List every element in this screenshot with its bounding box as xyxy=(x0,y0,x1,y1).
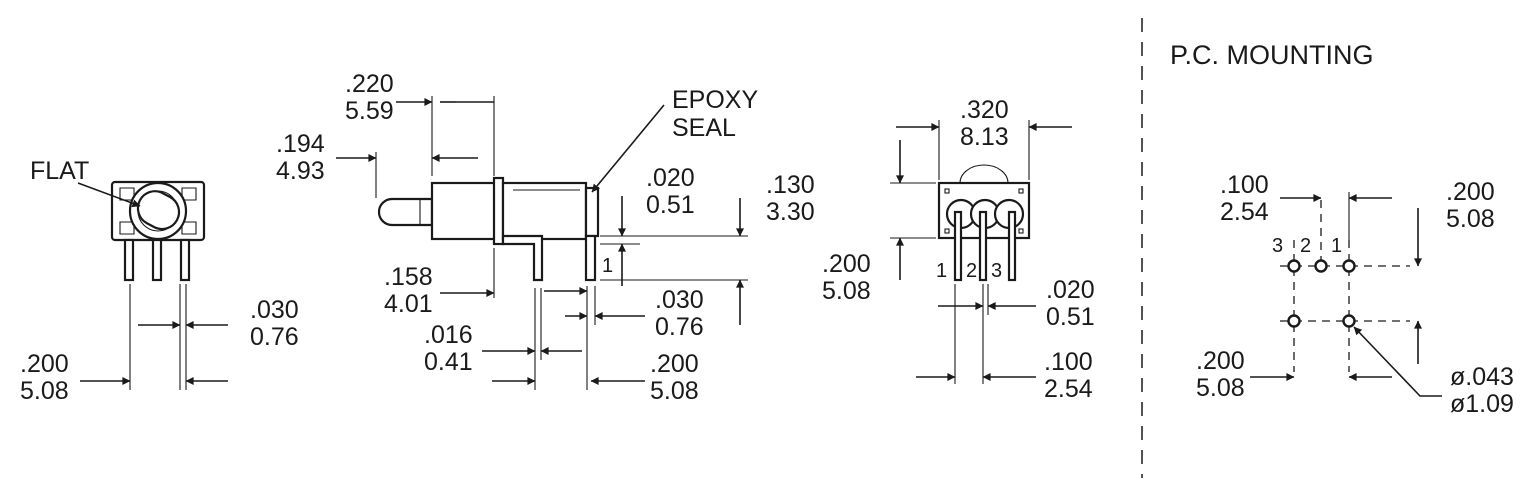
end-pin xyxy=(978,210,988,282)
side-pin-spacing-in: .200 xyxy=(650,350,699,378)
end-pin xyxy=(1007,210,1017,282)
pc-mounting-title: P.C. MOUNTING xyxy=(1170,40,1374,70)
thickness-mm: 0.41 xyxy=(424,348,473,376)
lever-offset-in: .194 xyxy=(276,130,325,158)
side-bracket xyxy=(501,234,544,282)
pcb-pin-number-1: 1 xyxy=(1331,235,1342,257)
side-view xyxy=(336,96,748,390)
hole-diameter-mm: ø1.09 xyxy=(1450,390,1514,418)
side-pin xyxy=(584,234,597,282)
front-pin-spacing-mm: 5.08 xyxy=(20,377,69,405)
end-pin-spacing-in: .100 xyxy=(1044,348,1093,376)
front-pin xyxy=(179,238,191,282)
side-lever xyxy=(377,197,434,227)
hole-leader xyxy=(1353,326,1442,397)
pcb-span-in: .200 xyxy=(1196,347,1245,375)
pin-length-in: .130 xyxy=(766,171,815,199)
end-pin-width-in: .020 xyxy=(1046,276,1095,304)
side-pin-number: 1 xyxy=(602,255,613,277)
end-pin-number-2: 2 xyxy=(966,260,977,282)
body-height-in: .200 xyxy=(822,250,871,278)
front-pin-spacing-in: .200 xyxy=(20,350,69,378)
end-pin-number-1: 1 xyxy=(936,260,947,282)
lever-offset-mm: 4.93 xyxy=(276,157,325,185)
lever-length-in: .220 xyxy=(345,70,394,98)
pcb-pitch-mm: 2.54 xyxy=(1220,198,1269,226)
end-view xyxy=(890,120,1072,384)
flat-label: FLAT xyxy=(30,157,89,185)
pcb-span-mm: 5.08 xyxy=(1196,374,1245,402)
side-pin-width-mm: 0.76 xyxy=(655,313,704,341)
width-in: .320 xyxy=(960,96,1009,124)
body-length-in: .158 xyxy=(384,263,433,291)
side-body xyxy=(501,181,588,241)
front-view xyxy=(77,180,228,390)
end-pin xyxy=(953,210,963,282)
pcb-hole xyxy=(1314,259,1328,273)
thickness-in: .016 xyxy=(424,321,473,349)
gap-in: .020 xyxy=(646,164,695,192)
side-pin-spacing-mm: 5.08 xyxy=(650,377,699,405)
pcb-hole xyxy=(1287,259,1301,273)
pcb-pin-number-3: 3 xyxy=(1272,235,1283,257)
end-pin-width-mm: 0.51 xyxy=(1046,303,1095,331)
pcb-hole xyxy=(1342,259,1356,273)
width-mm: 8.13 xyxy=(960,123,1009,151)
epoxy-leader xyxy=(591,104,665,193)
gap-mm: 0.51 xyxy=(646,191,695,219)
pcb-hole xyxy=(1342,314,1356,328)
pcb-row-mm: 5.08 xyxy=(1446,205,1495,233)
pin-length-mm: 3.30 xyxy=(766,198,815,226)
side-pin-width-in: .030 xyxy=(655,286,704,314)
body-length-mm: 4.01 xyxy=(384,290,433,318)
pc-mounting-view xyxy=(1250,192,1442,397)
side-flange xyxy=(492,176,505,246)
pcb-pitch-in: .100 xyxy=(1220,171,1269,199)
end-pin-number-3: 3 xyxy=(991,260,1002,282)
end-pin-spacing-mm: 2.54 xyxy=(1044,375,1093,403)
front-pin xyxy=(151,238,163,282)
hole-diameter-in: ø.043 xyxy=(1450,363,1514,391)
pcb-row-in: .200 xyxy=(1446,178,1495,206)
pcb-pin-number-2: 2 xyxy=(1300,235,1311,257)
epoxy-label-1: EPOXY xyxy=(672,86,758,114)
front-pin xyxy=(123,238,135,282)
front-pin-width-mm: 0.76 xyxy=(250,323,299,351)
front-pin-width-in: .030 xyxy=(250,296,299,324)
flat-leader xyxy=(77,182,141,208)
pcb-hole xyxy=(1287,314,1301,328)
body-height-mm: 5.08 xyxy=(822,277,871,305)
epoxy-seal xyxy=(584,186,600,238)
epoxy-label-2: SEAL xyxy=(672,114,736,142)
lever-length-mm: 5.59 xyxy=(345,97,394,125)
side-bushing xyxy=(430,181,498,241)
